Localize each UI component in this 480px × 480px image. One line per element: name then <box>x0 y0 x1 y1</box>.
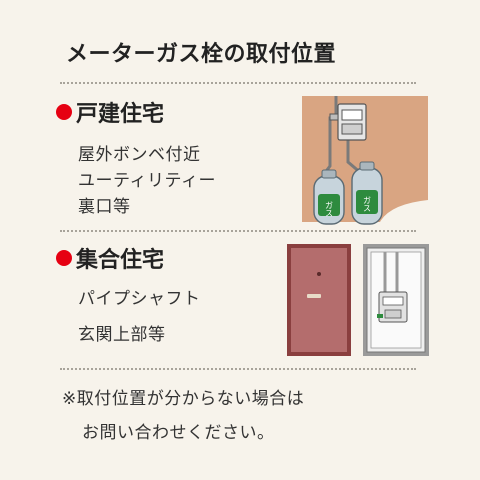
detached-house-illustration: ガス ガス <box>302 96 428 225</box>
pipe-shaft-icon <box>363 244 429 356</box>
collective-line: 玄関上部等 <box>78 325 166 345</box>
section-heading-collective-text: 集合住宅 <box>76 248 165 273</box>
note-line: お問い合わせください。 <box>82 423 275 443</box>
cylinder-label: ガス <box>363 196 372 212</box>
cylinder-label: ガス <box>325 201 334 217</box>
divider-middle <box>60 230 416 232</box>
page-title: メーターガス栓の取付位置 <box>66 42 337 67</box>
detached-line: 屋外ボンベ付近 <box>78 145 201 165</box>
section-heading-detached-text: 戸建住宅 <box>76 102 165 127</box>
detached-line: 裏口等 <box>78 197 131 217</box>
apartment-illustration <box>287 244 429 356</box>
entrance-door-icon <box>287 244 351 356</box>
gas-cylinder-icon: ガス <box>313 169 345 225</box>
gas-meter-icon <box>329 103 367 141</box>
bullet-icon <box>56 250 72 266</box>
section-heading-detached: 戸建住宅 <box>56 96 164 128</box>
section-heading-collective: 集合住宅 <box>56 242 164 274</box>
bullet-icon <box>56 104 72 120</box>
collective-line: パイプシャフト <box>78 289 201 309</box>
detached-line: ユーティリティー <box>78 171 216 191</box>
divider-top <box>60 82 416 84</box>
gas-cylinder-icon: ガス <box>351 161 383 225</box>
note-line: ※取付位置が分からない場合は <box>62 389 305 409</box>
divider-bottom <box>60 368 416 370</box>
